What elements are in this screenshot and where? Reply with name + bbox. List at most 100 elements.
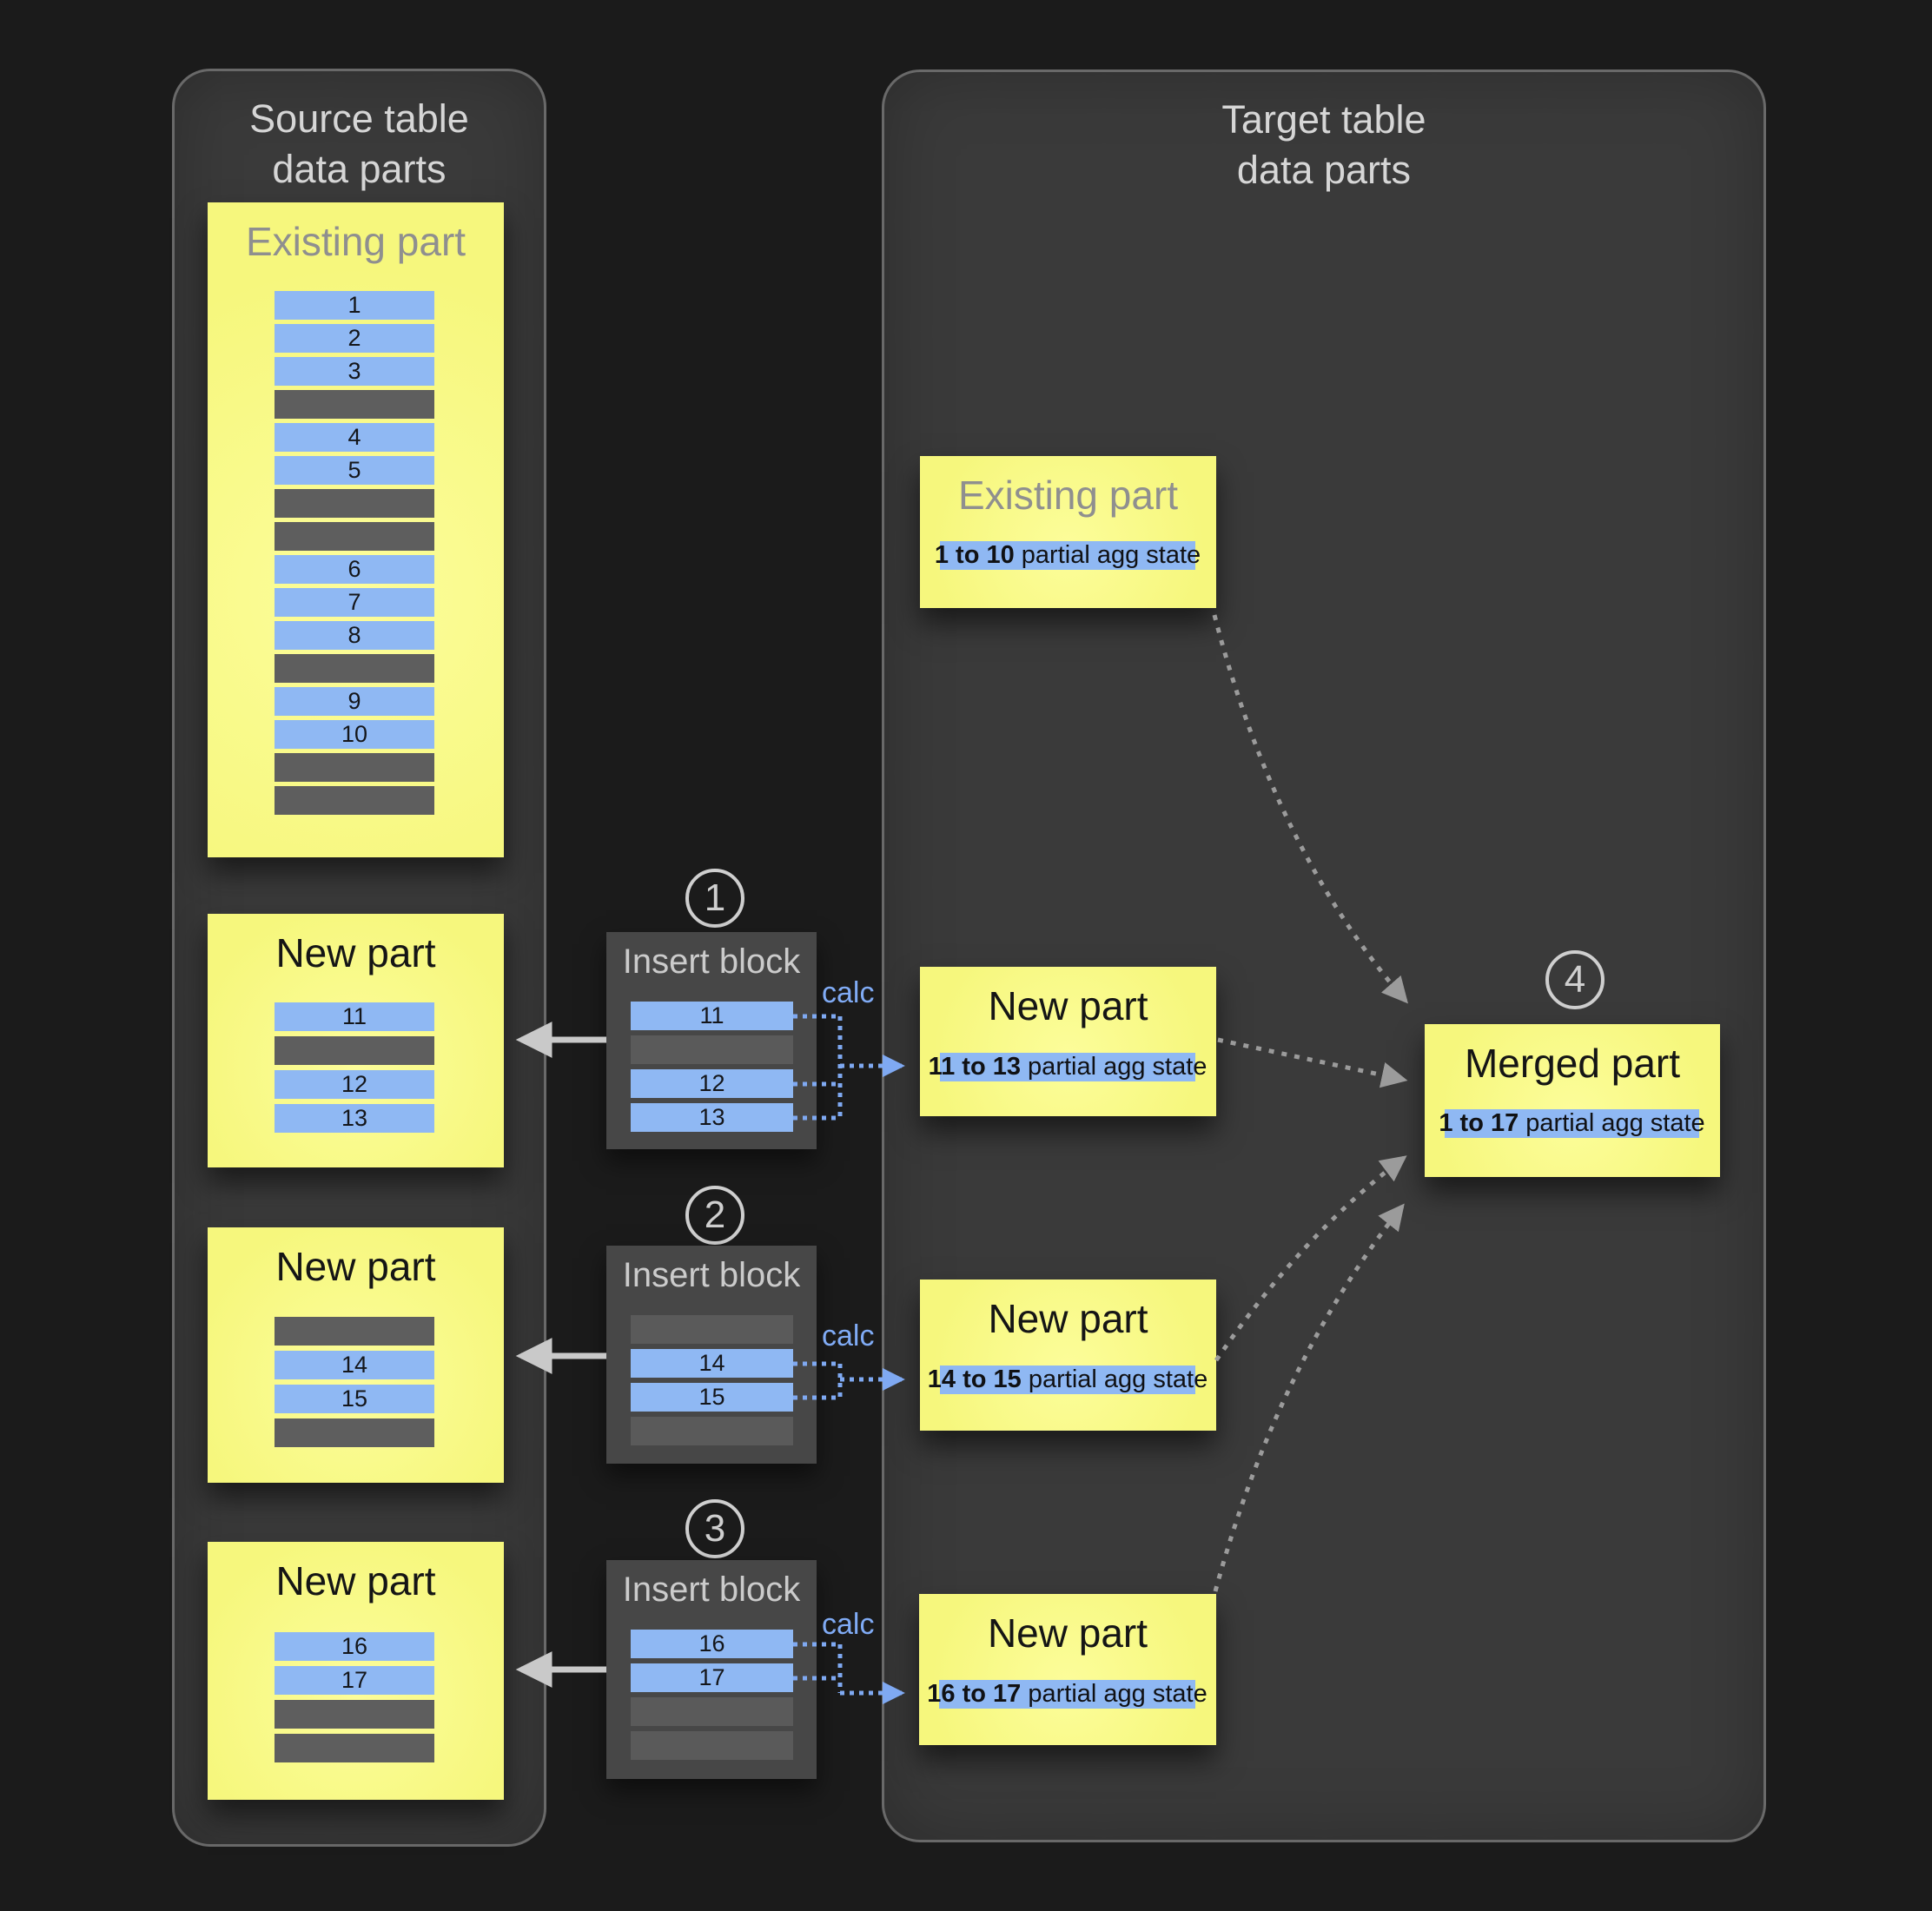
data-row: 11 <box>631 1002 793 1030</box>
data-row: 14 <box>275 1351 434 1379</box>
insert-block-title: Insert block <box>622 1570 801 1609</box>
part-title: New part <box>987 1610 1148 1656</box>
empty-row <box>275 522 434 551</box>
data-row: 9 <box>275 687 434 716</box>
insert-block-1: Insert block 11 12 13 <box>606 932 817 1149</box>
step-2-badge: 2 <box>685 1186 744 1245</box>
step-number: 4 <box>1564 958 1586 1001</box>
agg-state-chip: 14 to 15 partial agg state <box>928 1365 1208 1394</box>
empty-row <box>631 1417 793 1445</box>
data-row: 16 <box>275 1632 434 1661</box>
empty-row <box>275 1036 434 1065</box>
agg-state-chip: 1 to 10 partial agg state <box>935 541 1201 570</box>
target-panel-title: Target table data parts <box>884 95 1763 195</box>
data-row: 15 <box>275 1385 434 1413</box>
calc-label-3: calc <box>822 1608 875 1641</box>
data-row: 10 <box>275 720 434 749</box>
agg-suffix: partial agg state <box>1021 1365 1208 1393</box>
part-title: New part <box>988 983 1148 1028</box>
data-row: 2 <box>275 324 434 353</box>
empty-row <box>275 1317 434 1346</box>
data-row: 11 <box>275 1002 434 1031</box>
target-existing-part: Existing part 1 to 10 partial agg state <box>920 456 1216 608</box>
agg-range: 1 to 10 <box>934 541 1015 569</box>
empty-row <box>275 753 434 782</box>
insert-block-title: Insert block <box>622 1256 801 1294</box>
empty-row <box>275 1418 434 1447</box>
part-title: Existing part <box>957 473 1179 518</box>
empty-row <box>275 1734 434 1762</box>
data-row: 17 <box>275 1666 434 1695</box>
target-panel-title-line2: data parts <box>1236 147 1412 192</box>
step-number: 1 <box>704 876 726 919</box>
merged-part: Merged part 1 to 17 partial agg state <box>1425 1024 1720 1177</box>
target-new-part-1: New part 11 to 13 partial agg state <box>920 967 1216 1116</box>
step-number: 3 <box>704 1507 726 1550</box>
data-row: 6 <box>275 555 434 584</box>
data-row: 17 <box>631 1663 793 1692</box>
empty-row <box>631 1035 793 1064</box>
data-row: 12 <box>631 1069 793 1098</box>
agg-range: 16 to 17 <box>927 1680 1022 1708</box>
empty-row <box>275 654 434 683</box>
target-panel-title-line1: Target table <box>1221 97 1426 142</box>
step-4-badge: 4 <box>1545 950 1604 1009</box>
agg-state-chip: 16 to 17 partial agg state <box>927 1680 1208 1709</box>
row-list: 11 12 13 <box>275 1002 434 1133</box>
source-panel-title-line2: data parts <box>272 146 447 191</box>
data-row: 15 <box>631 1383 793 1412</box>
empty-row <box>275 489 434 518</box>
step-1-badge: 1 <box>685 869 744 928</box>
calc-label-2: calc <box>822 1319 875 1352</box>
step-3-badge: 3 <box>685 1499 744 1558</box>
agg-state-chip: 1 to 17 partial agg state <box>1439 1109 1705 1138</box>
data-row: 13 <box>631 1103 793 1132</box>
data-row: 14 <box>631 1349 793 1378</box>
empty-row <box>631 1315 793 1344</box>
agg-suffix: partial agg state <box>1014 541 1201 569</box>
agg-range: 14 to 15 <box>927 1365 1022 1393</box>
row-list: 11 12 13 <box>631 1002 793 1132</box>
data-row: 7 <box>275 588 434 617</box>
agg-suffix: partial agg state <box>1021 1053 1208 1081</box>
insert-block-title: Insert block <box>622 942 801 981</box>
empty-row <box>275 786 434 815</box>
agg-suffix: partial agg state <box>1021 1680 1208 1708</box>
empty-row <box>275 390 434 419</box>
calc-label-1: calc <box>822 976 875 1009</box>
part-title: Existing part <box>245 219 466 264</box>
empty-row <box>631 1731 793 1760</box>
empty-row <box>631 1697 793 1726</box>
source-panel-title-line1: Source table <box>249 96 469 141</box>
data-row: 12 <box>275 1070 434 1099</box>
part-title: New part <box>275 930 436 975</box>
data-row: 16 <box>631 1630 793 1658</box>
part-title: New part <box>988 1296 1148 1341</box>
source-new-part-1: New part 11 12 13 <box>208 914 504 1167</box>
part-title: New part <box>275 1244 436 1289</box>
agg-state-chip: 11 to 13 partial agg state <box>929 1053 1207 1081</box>
source-panel-title: Source table data parts <box>175 94 544 194</box>
data-row: 13 <box>275 1104 434 1133</box>
empty-row <box>275 1700 434 1729</box>
target-new-part-2: New part 14 to 15 partial agg state <box>920 1280 1216 1431</box>
agg-range: 1 to 17 <box>1439 1109 1519 1137</box>
data-row: 3 <box>275 357 434 386</box>
part-title: New part <box>275 1558 436 1604</box>
target-table-panel: Target table data parts <box>882 69 1766 1842</box>
agg-range: 11 to 13 <box>928 1053 1021 1081</box>
data-row: 5 <box>275 456 434 485</box>
data-row: 8 <box>275 621 434 650</box>
part-title: Merged part <box>1464 1041 1680 1086</box>
